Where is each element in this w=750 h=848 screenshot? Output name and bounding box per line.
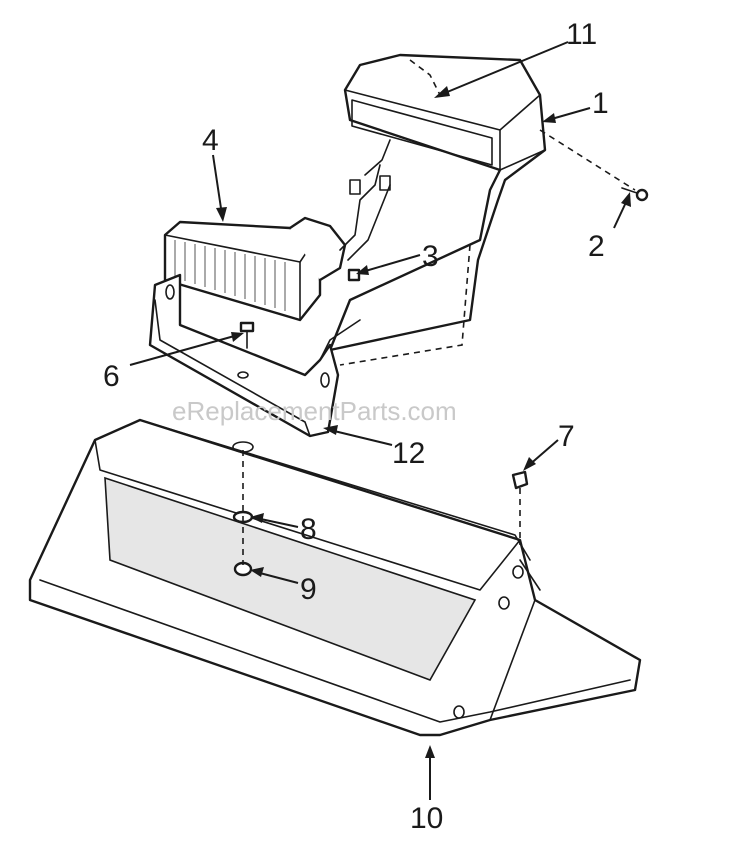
callout-3: 3	[422, 240, 439, 273]
callout-labels: 11 1 2 3 4 6 12 7 8 9 10	[103, 18, 609, 835]
callout-1: 1	[592, 87, 609, 120]
mounting-bracket-part-12	[148, 273, 361, 438]
rear-housing-part-1	[328, 53, 547, 352]
nut-part-3	[347, 268, 361, 282]
callout-2: 2	[588, 230, 605, 263]
lamp-assembly-part-4	[163, 164, 391, 322]
assembly-centerlines	[242, 129, 636, 565]
callout-12: 12	[392, 437, 425, 470]
callout-6: 6	[103, 360, 120, 393]
screw-part-7	[511, 470, 529, 490]
callout-10: 10	[410, 802, 443, 835]
leader-lines	[129, 41, 631, 800]
callout-11: 11	[566, 18, 597, 51]
callout-8: 8	[300, 513, 317, 546]
screw-part-2	[621, 187, 649, 202]
callout-9: 9	[300, 573, 317, 606]
base-housing-part-10	[28, 418, 642, 737]
watermark-text: eReplacementParts.com	[172, 396, 457, 426]
lamp-lens-lines	[174, 240, 286, 311]
screw-part-6	[239, 321, 255, 349]
callout-7: 7	[558, 420, 575, 453]
callout-4: 4	[202, 124, 219, 157]
